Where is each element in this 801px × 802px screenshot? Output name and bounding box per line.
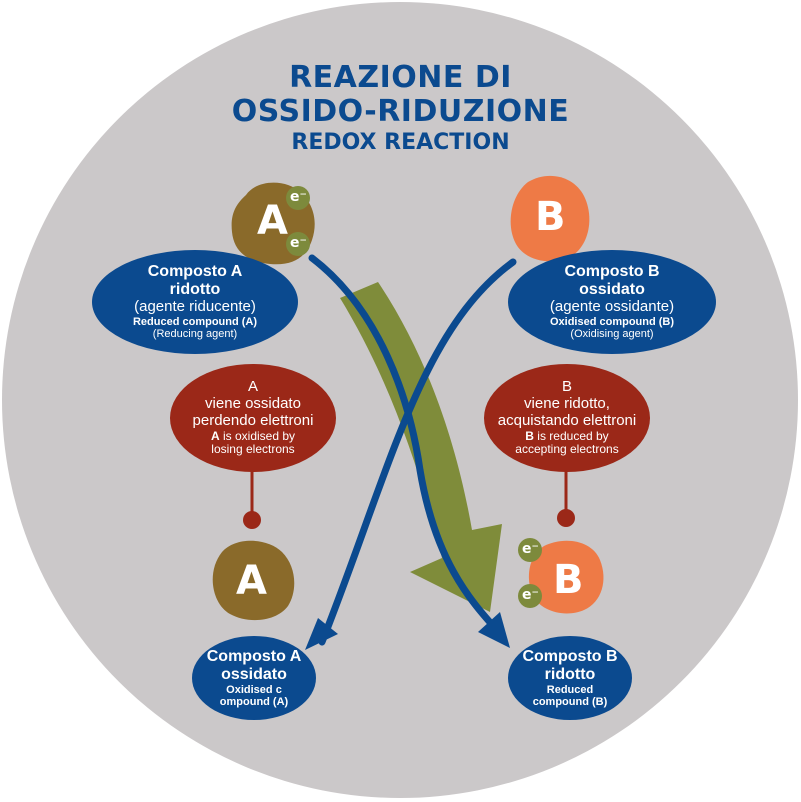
oxidised-b-state-it: ossidato bbox=[579, 281, 645, 299]
electron-a-top-1-label: e⁻ bbox=[290, 189, 307, 205]
oxidised-a-state-it: ossidato bbox=[221, 665, 287, 683]
process-a-line2-it: perdendo elettroni bbox=[192, 411, 314, 429]
reduced-b-state-it: ridotto bbox=[544, 665, 596, 683]
process-b-line2-it: acquistando elettroni bbox=[497, 411, 637, 429]
compound-b-bottom-blob bbox=[528, 540, 604, 614]
oxidised-a-name-en-2: ompound (A) bbox=[219, 695, 289, 708]
reduced-a-state-it: ridotto bbox=[169, 281, 221, 299]
title-line-2: OSSIDO-RIDUZIONE bbox=[231, 94, 570, 129]
oxidised-a-name-en-1: Oxidised c bbox=[226, 683, 282, 696]
electron-b-bottom-2 bbox=[518, 584, 542, 608]
process-a-line1-it: viene ossidato bbox=[205, 395, 301, 413]
process-b-line1-it: viene ridotto, bbox=[524, 395, 610, 413]
arrowhead-oxidised-a bbox=[305, 618, 338, 650]
electron-b-bottom-1 bbox=[518, 538, 542, 562]
reduced-compound-a-oval: Composto A ridotto (agente riducente) Re… bbox=[92, 250, 298, 354]
reduced-compound-b-oval: Composto B ridotto Reduced compound (B) bbox=[508, 636, 632, 720]
electron-a-top-1 bbox=[286, 186, 310, 210]
process-b-letter: B bbox=[561, 378, 572, 396]
reduced-a-name-en: Reduced compound (A) bbox=[132, 315, 258, 328]
electron-b-bottom-2-label: e⁻ bbox=[522, 587, 539, 603]
compound-b-top-letter: B bbox=[535, 194, 566, 240]
process-a-letter: A bbox=[247, 378, 258, 396]
compound-a-bottom-blob bbox=[212, 540, 295, 621]
connector-dot-b bbox=[557, 509, 575, 527]
arrowhead-reduced-b bbox=[478, 612, 510, 648]
connector-dot-a bbox=[243, 511, 261, 529]
reduced-b-name-it: Composto B bbox=[522, 647, 618, 665]
reduced-b-name-en-1: Reduced bbox=[546, 683, 594, 696]
oxidised-b-name-en: Oxidised compound (B) bbox=[549, 315, 675, 328]
title-line-3: REDOX REACTION bbox=[291, 130, 510, 155]
process-b-en-letter: B bbox=[525, 428, 534, 443]
oxidised-a-name-it: Composto A bbox=[206, 647, 302, 665]
oxidised-b-role-it: (agente ossidante) bbox=[549, 298, 675, 316]
electron-b-bottom-1-label: e⁻ bbox=[522, 541, 539, 557]
compound-b-bottom-letter: B bbox=[553, 557, 584, 603]
process-a-line2-en: losing electrons bbox=[211, 442, 295, 457]
reduced-a-name-it: Composto A bbox=[147, 263, 243, 281]
electron-a-top-2 bbox=[286, 232, 310, 256]
oxidised-b-role-en: (Oxidising agent) bbox=[570, 328, 654, 341]
reduced-a-role-it: (agente riducente) bbox=[134, 298, 256, 316]
compound-a-bottom-letter: A bbox=[236, 558, 267, 604]
oxidised-b-name-it: Composto B bbox=[564, 263, 660, 281]
process-b-oval: B viene ridotto, acquistando elettroni B… bbox=[484, 364, 650, 472]
process-a-en-letter: A bbox=[210, 428, 220, 443]
reduced-b-name-en-2: compound (B) bbox=[532, 695, 608, 708]
process-b-line1-en: is reduced by bbox=[533, 428, 609, 443]
process-a-line1-en: is oxidised by bbox=[219, 428, 296, 443]
reduced-a-role-en: (Reducing agent) bbox=[152, 328, 238, 341]
title-line-1: REAZIONE DI bbox=[289, 60, 512, 95]
process-b-line2-en: accepting electrons bbox=[515, 442, 619, 457]
electron-flow-arrow bbox=[340, 282, 502, 612]
arrow-a-to-reduced-b bbox=[308, 254, 499, 632]
compound-a-top-letter: A bbox=[257, 198, 288, 244]
electron-a-top-2-label: e⁻ bbox=[290, 235, 307, 251]
oxidised-compound-a-oval: Composto A ossidato Oxidised c ompound (… bbox=[192, 636, 316, 720]
compound-b-top-blob bbox=[510, 175, 590, 262]
process-a-oval: A viene ossidato perdendo elettroni A is… bbox=[170, 364, 336, 472]
oxidised-compound-b-oval: Composto B ossidato (agente ossidante) O… bbox=[508, 250, 716, 354]
